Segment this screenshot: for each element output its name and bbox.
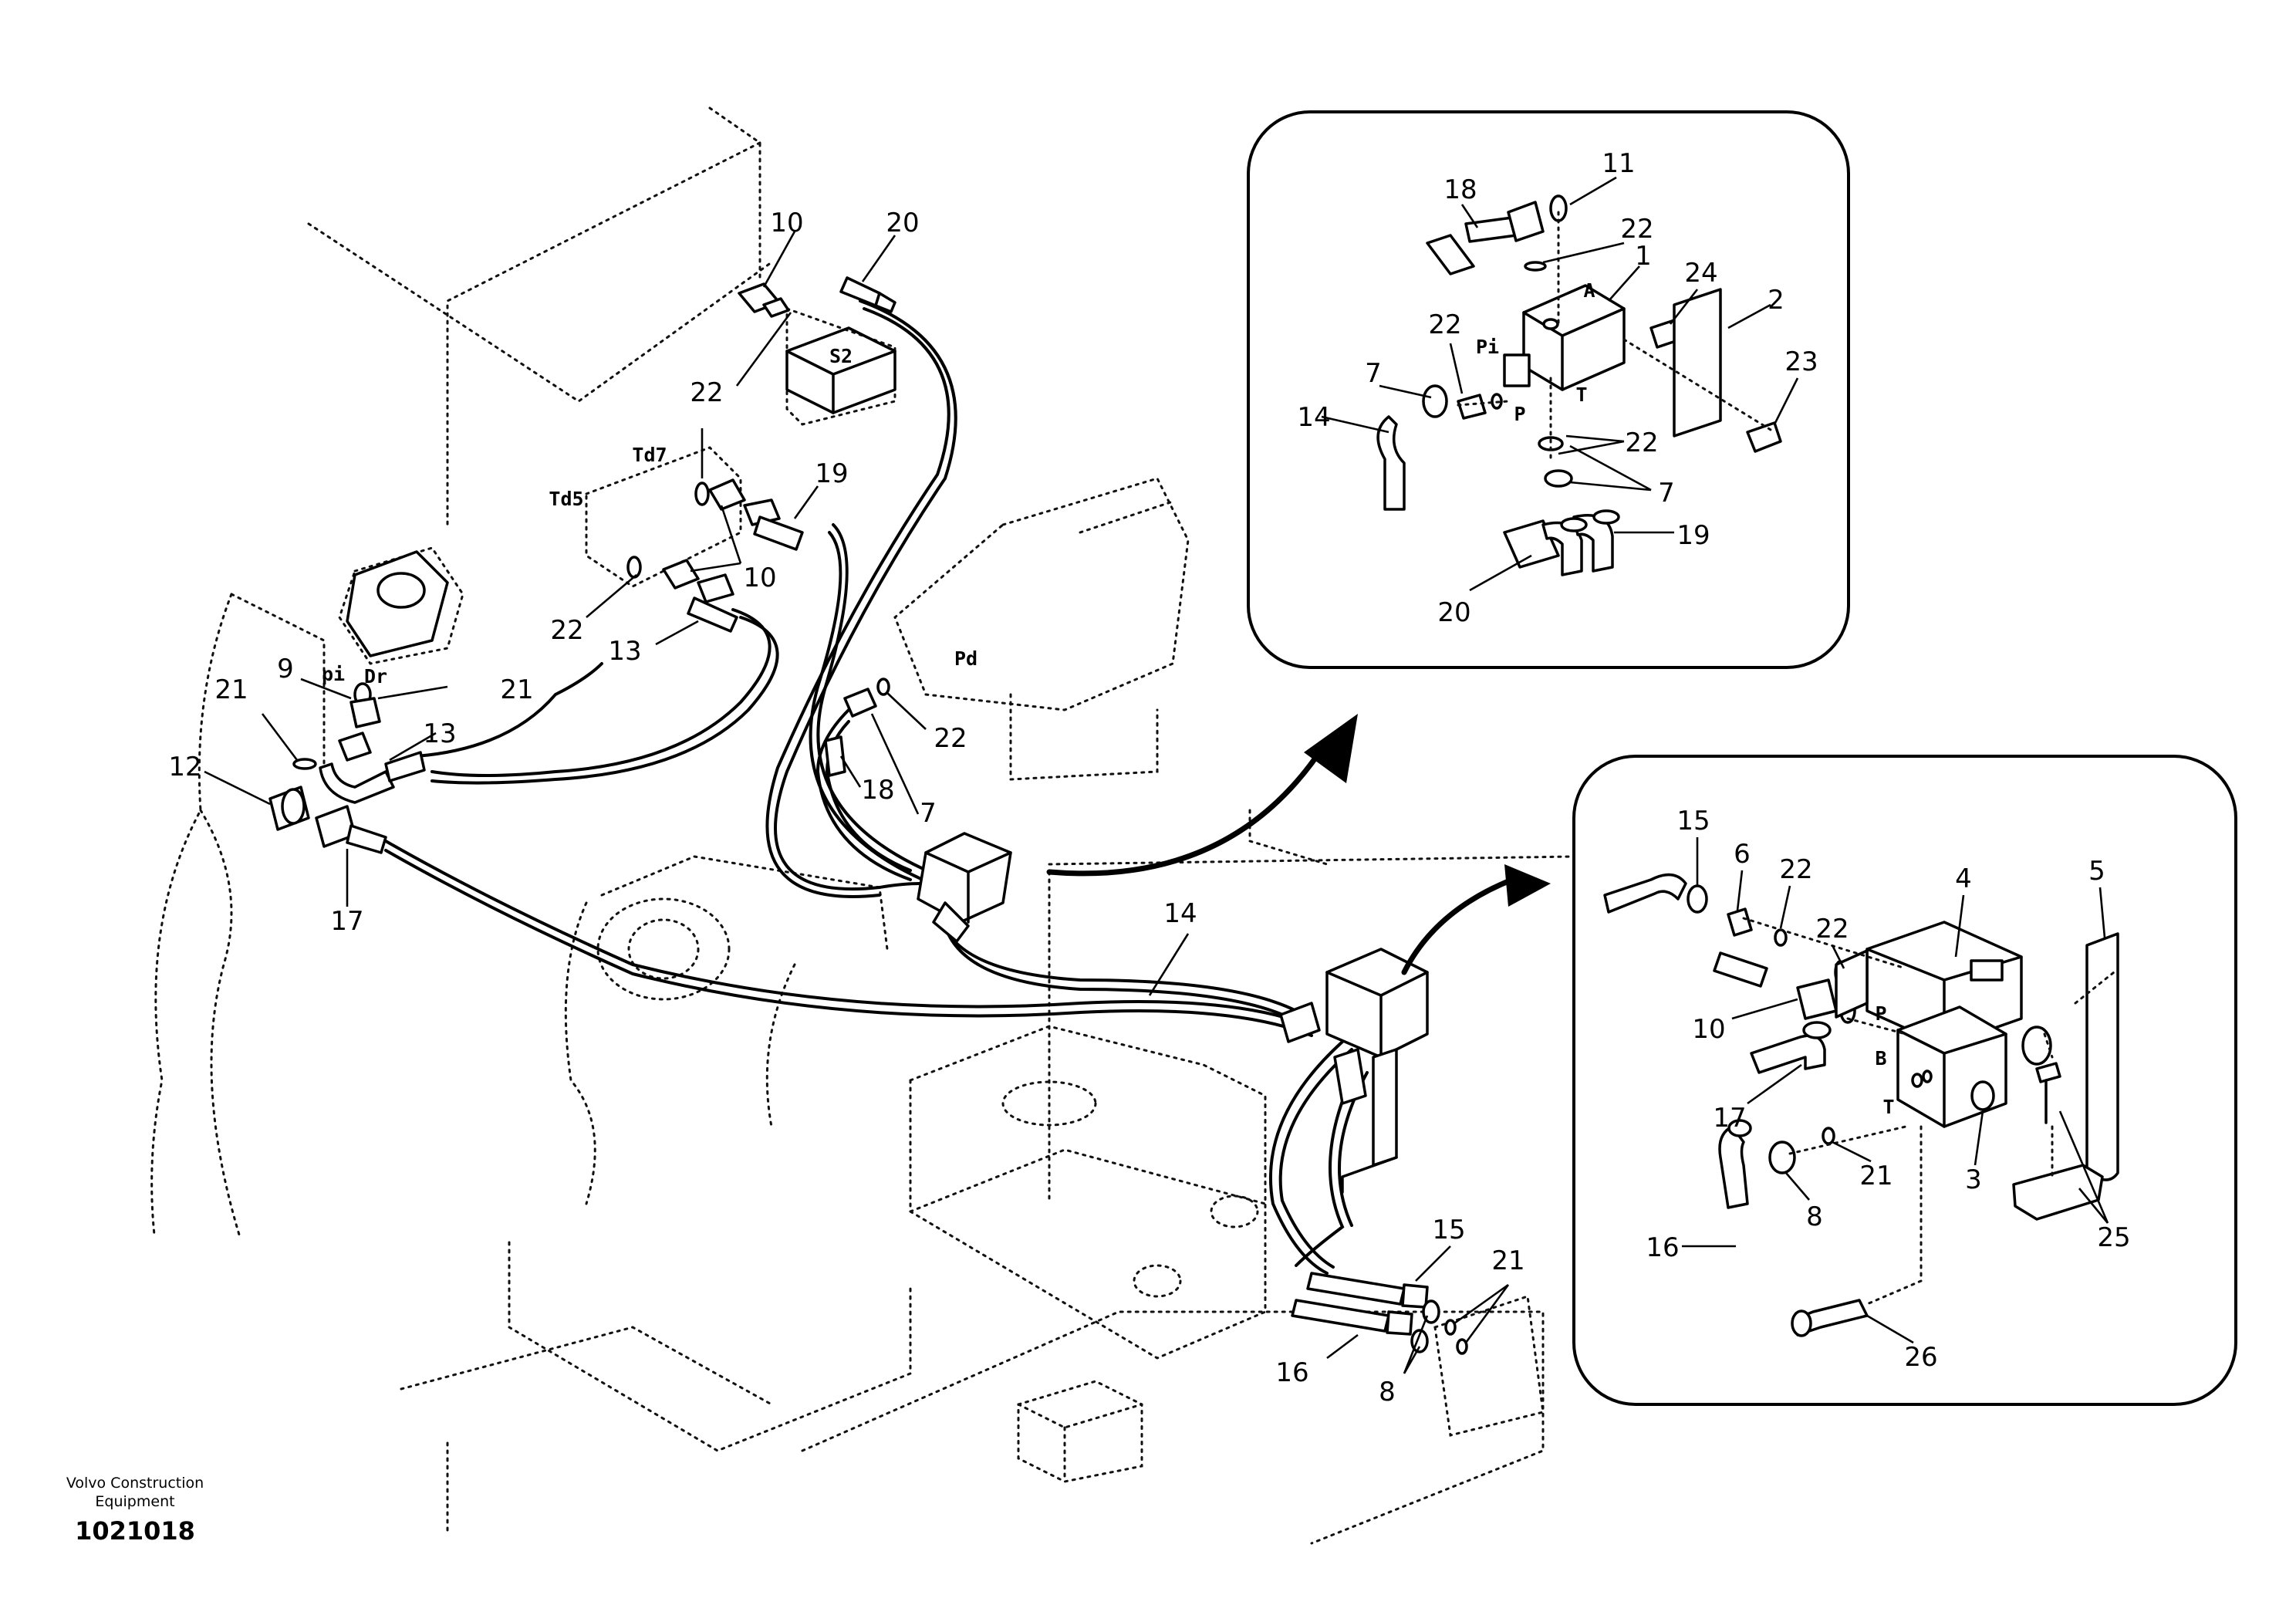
top-label-port-pi: Pi xyxy=(1476,336,1499,358)
label-19-main: 19 xyxy=(815,458,848,489)
label-18-main: 18 xyxy=(861,775,894,806)
label-7-main: 7 xyxy=(920,798,937,829)
main-hoses xyxy=(384,299,1369,1275)
main-leaders xyxy=(204,231,1510,1374)
bottom-label-port-b: B xyxy=(1875,1047,1886,1070)
top-label-2: 2 xyxy=(1768,285,1784,316)
label-port-dr: Dr xyxy=(364,665,387,688)
top-label-23: 23 xyxy=(1784,346,1818,377)
label-22-pd: 22 xyxy=(934,723,967,754)
top-label-19: 19 xyxy=(1676,520,1710,551)
bottom-label-15: 15 xyxy=(1676,806,1710,836)
label-16-main: 16 xyxy=(1275,1357,1308,1388)
bottom-label-22-top: 22 xyxy=(1779,854,1812,885)
bottom-label-port-t: T xyxy=(1882,1096,1894,1118)
label-12: 12 xyxy=(168,752,201,782)
top-label-port-t: T xyxy=(1575,384,1587,406)
bottom-label-17: 17 xyxy=(1713,1103,1746,1134)
detail-callout-top: 18 11 22 A 1 24 2 22 Pi 23 7 14 P T 22 7… xyxy=(1247,110,1850,669)
label-port-pi: pi xyxy=(322,663,345,685)
top-label-1: 1 xyxy=(1635,241,1652,272)
top-label-18: 18 xyxy=(1443,174,1477,205)
label-22-mid: 22 xyxy=(550,615,583,646)
brand-line-2: Equipment xyxy=(95,1493,175,1510)
label-port-td7: Td7 xyxy=(632,444,667,466)
label-21-main: 21 xyxy=(1491,1245,1524,1276)
top-label-22-right: 22 xyxy=(1625,427,1658,458)
bottom-label-26: 26 xyxy=(1904,1342,1937,1373)
label-9: 9 xyxy=(277,654,294,684)
detail-callout-bottom: 15 6 22 4 5 22 10 P B 17 T 21 3 8 25 16 … xyxy=(1572,755,2237,1406)
machine-outline xyxy=(150,106,1575,1545)
bottom-label-16: 16 xyxy=(1646,1232,1679,1263)
label-port-s2: S2 xyxy=(829,345,853,367)
top-label-7-left: 7 xyxy=(1365,358,1382,389)
top-label-20: 20 xyxy=(1437,597,1470,628)
brand-caption: Volvo Construction Equipment xyxy=(46,1474,224,1511)
label-17-main: 17 xyxy=(330,906,363,937)
label-10-mid: 10 xyxy=(743,563,776,593)
top-label-24: 24 xyxy=(1684,258,1717,289)
bottom-label-21: 21 xyxy=(1859,1161,1893,1191)
label-port-td5: Td5 xyxy=(549,488,583,510)
bottom-label-3: 3 xyxy=(1965,1164,1982,1195)
label-10-top: 10 xyxy=(770,208,803,238)
top-label-11: 11 xyxy=(1602,148,1635,179)
label-15-main: 15 xyxy=(1432,1215,1465,1245)
label-21-left: 21 xyxy=(214,674,248,705)
main-labels: 10 20 22 S2 Td7 Td5 19 10 22 13 9 pi Dr … xyxy=(168,208,1524,1407)
bottom-label-10: 10 xyxy=(1692,1014,1725,1045)
top-label-14: 14 xyxy=(1297,402,1330,433)
label-14-main: 14 xyxy=(1163,898,1197,929)
bottom-label-6: 6 xyxy=(1734,839,1751,870)
top-label-22-top: 22 xyxy=(1620,214,1653,245)
bottom-label-22-mid: 22 xyxy=(1815,914,1849,944)
bottom-label-4: 4 xyxy=(1955,863,1972,894)
label-8-main: 8 xyxy=(1379,1377,1396,1407)
bottom-label-8: 8 xyxy=(1806,1201,1823,1232)
label-20-top: 20 xyxy=(886,208,919,238)
brand-line-1: Volvo Construction xyxy=(66,1475,204,1492)
top-label-port-a: A xyxy=(1583,279,1595,302)
top-label-22-left: 22 xyxy=(1428,309,1461,340)
bottom-label-port-p: P xyxy=(1875,1002,1886,1025)
callout-arrows xyxy=(1046,714,1551,975)
label-13-left: 13 xyxy=(423,718,456,749)
label-21-right: 21 xyxy=(500,674,533,705)
top-label-port-p: P xyxy=(1514,403,1525,425)
label-port-pd: Pd xyxy=(954,647,977,670)
bottom-label-5: 5 xyxy=(2088,856,2105,887)
bottom-label-25: 25 xyxy=(2097,1222,2130,1253)
main-fittings xyxy=(268,276,1468,1355)
drawing-number: 1021018 xyxy=(75,1516,195,1546)
label-22-top: 22 xyxy=(690,377,723,408)
top-label-7-right: 7 xyxy=(1658,478,1675,509)
label-13-mid: 13 xyxy=(608,636,641,667)
